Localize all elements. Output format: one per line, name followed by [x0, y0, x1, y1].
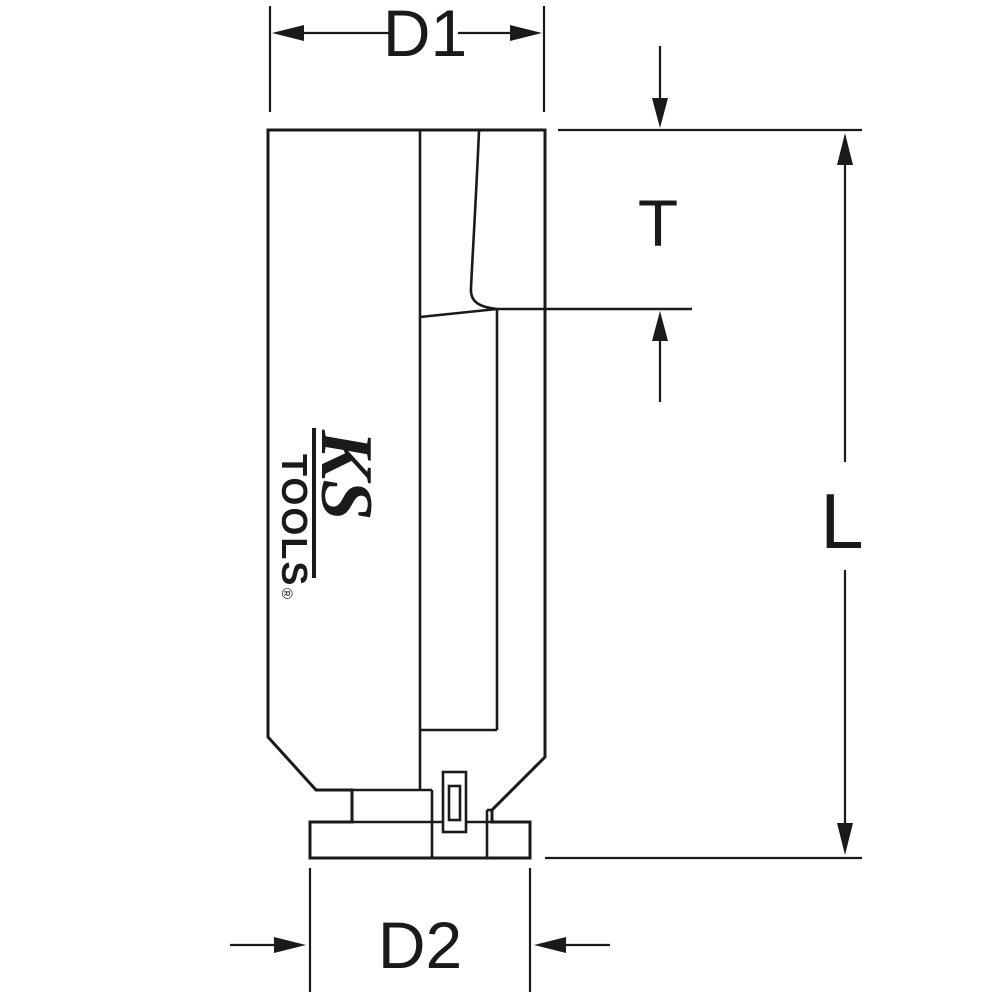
l-label: L [820, 477, 863, 565]
d1-label: D1 [383, 0, 467, 70]
hex-recess-bottom-line [419, 307, 692, 319]
socket-outline [266, 128, 547, 860]
logo-tools-text: TOOLS [274, 454, 315, 587]
pin-hole-inner-rect [447, 784, 462, 822]
bore-entry-line [469, 130, 498, 311]
d1-arrow-right-icon [510, 25, 542, 41]
l-arrow-up-icon [837, 133, 853, 165]
socket-body [266, 128, 692, 860]
dimension-l: L [545, 128, 864, 860]
logo-ks-text: KS [305, 429, 387, 521]
t-arrow-down-icon [652, 98, 668, 128]
d2-arrow-left-icon [534, 937, 566, 953]
l-arrow-down-icon [837, 823, 853, 855]
t-arrow-up-icon [652, 311, 668, 341]
dimension-t: T [638, 46, 678, 402]
t-label: T [638, 186, 678, 260]
dimension-d1: D1 [268, 0, 546, 112]
ks-tools-logo: KS TOOLS ® [274, 428, 387, 599]
dimension-d2: D2 [230, 868, 610, 992]
pin-hole-outer-rect [441, 770, 468, 834]
registered-trademark-icon: ® [278, 588, 295, 599]
d2-arrow-right-icon [274, 937, 306, 953]
d2-label: D2 [378, 908, 462, 982]
logo-underline [312, 428, 316, 578]
d1-arrow-left-icon [272, 25, 304, 41]
